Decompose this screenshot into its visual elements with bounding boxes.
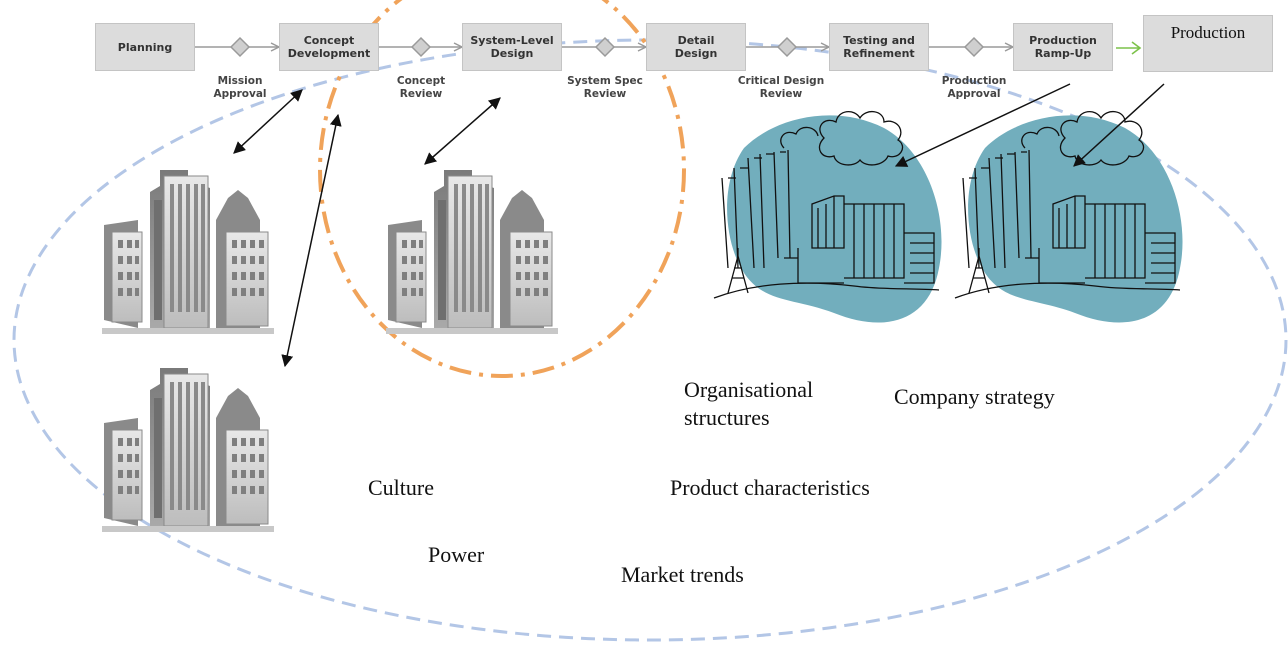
factor-power: Power bbox=[428, 542, 485, 567]
production-arrow-icon bbox=[1116, 41, 1142, 55]
arrow-concept-to-building-bottom bbox=[281, 113, 342, 368]
factory-icon-left bbox=[713, 110, 943, 324]
arrow-concept-to-building-left bbox=[233, 89, 303, 154]
gate-diamond-icon bbox=[594, 36, 616, 58]
building-icon-top-left bbox=[97, 169, 279, 335]
relationship-arrows bbox=[233, 83, 1165, 368]
gate-concept-review: Concept Review bbox=[396, 75, 446, 100]
factor-culture: Culture bbox=[368, 475, 434, 500]
factory-icon-right bbox=[954, 110, 1184, 324]
stage-production: Production bbox=[1143, 15, 1273, 72]
gate-diamond-icon bbox=[410, 36, 432, 58]
gate-critical-design-review: Critical Design Review bbox=[737, 75, 825, 100]
building-icon-bottom-left bbox=[97, 367, 279, 533]
arrow-production-to-factory bbox=[1073, 83, 1165, 167]
gate-mission-approval: Mission Approval bbox=[213, 75, 267, 100]
factor-market-trends: Market trends bbox=[621, 562, 744, 587]
gate-diamond-icon bbox=[776, 36, 798, 58]
stage-detail-design: Detail Design bbox=[646, 23, 746, 71]
gate-diamond-icon bbox=[963, 36, 985, 58]
gate-system-spec-review: System Spec Review bbox=[567, 75, 643, 100]
stage-production-ramp-up: Production Ramp-Up bbox=[1013, 23, 1113, 71]
gate-production-approval: Production Approval bbox=[941, 75, 1007, 100]
factor-organisational-structures: Organisational structures bbox=[684, 377, 814, 430]
stage-concept-development: Concept Development bbox=[279, 23, 379, 71]
gate-diamond-icon bbox=[229, 36, 251, 58]
stage-testing-refinement: Testing and Refinement bbox=[829, 23, 929, 71]
arrow-ramp-up-to-factory bbox=[894, 83, 1071, 167]
building-icon-center bbox=[381, 169, 563, 335]
arrow-system-design-to-building-center bbox=[424, 97, 501, 165]
stage-planning: Planning bbox=[95, 23, 195, 71]
factor-product-characteristics: Product characteristics bbox=[670, 475, 870, 500]
factor-company-strategy: Company strategy bbox=[894, 384, 1055, 409]
stage-system-level-design: System-Level Design bbox=[462, 23, 562, 71]
